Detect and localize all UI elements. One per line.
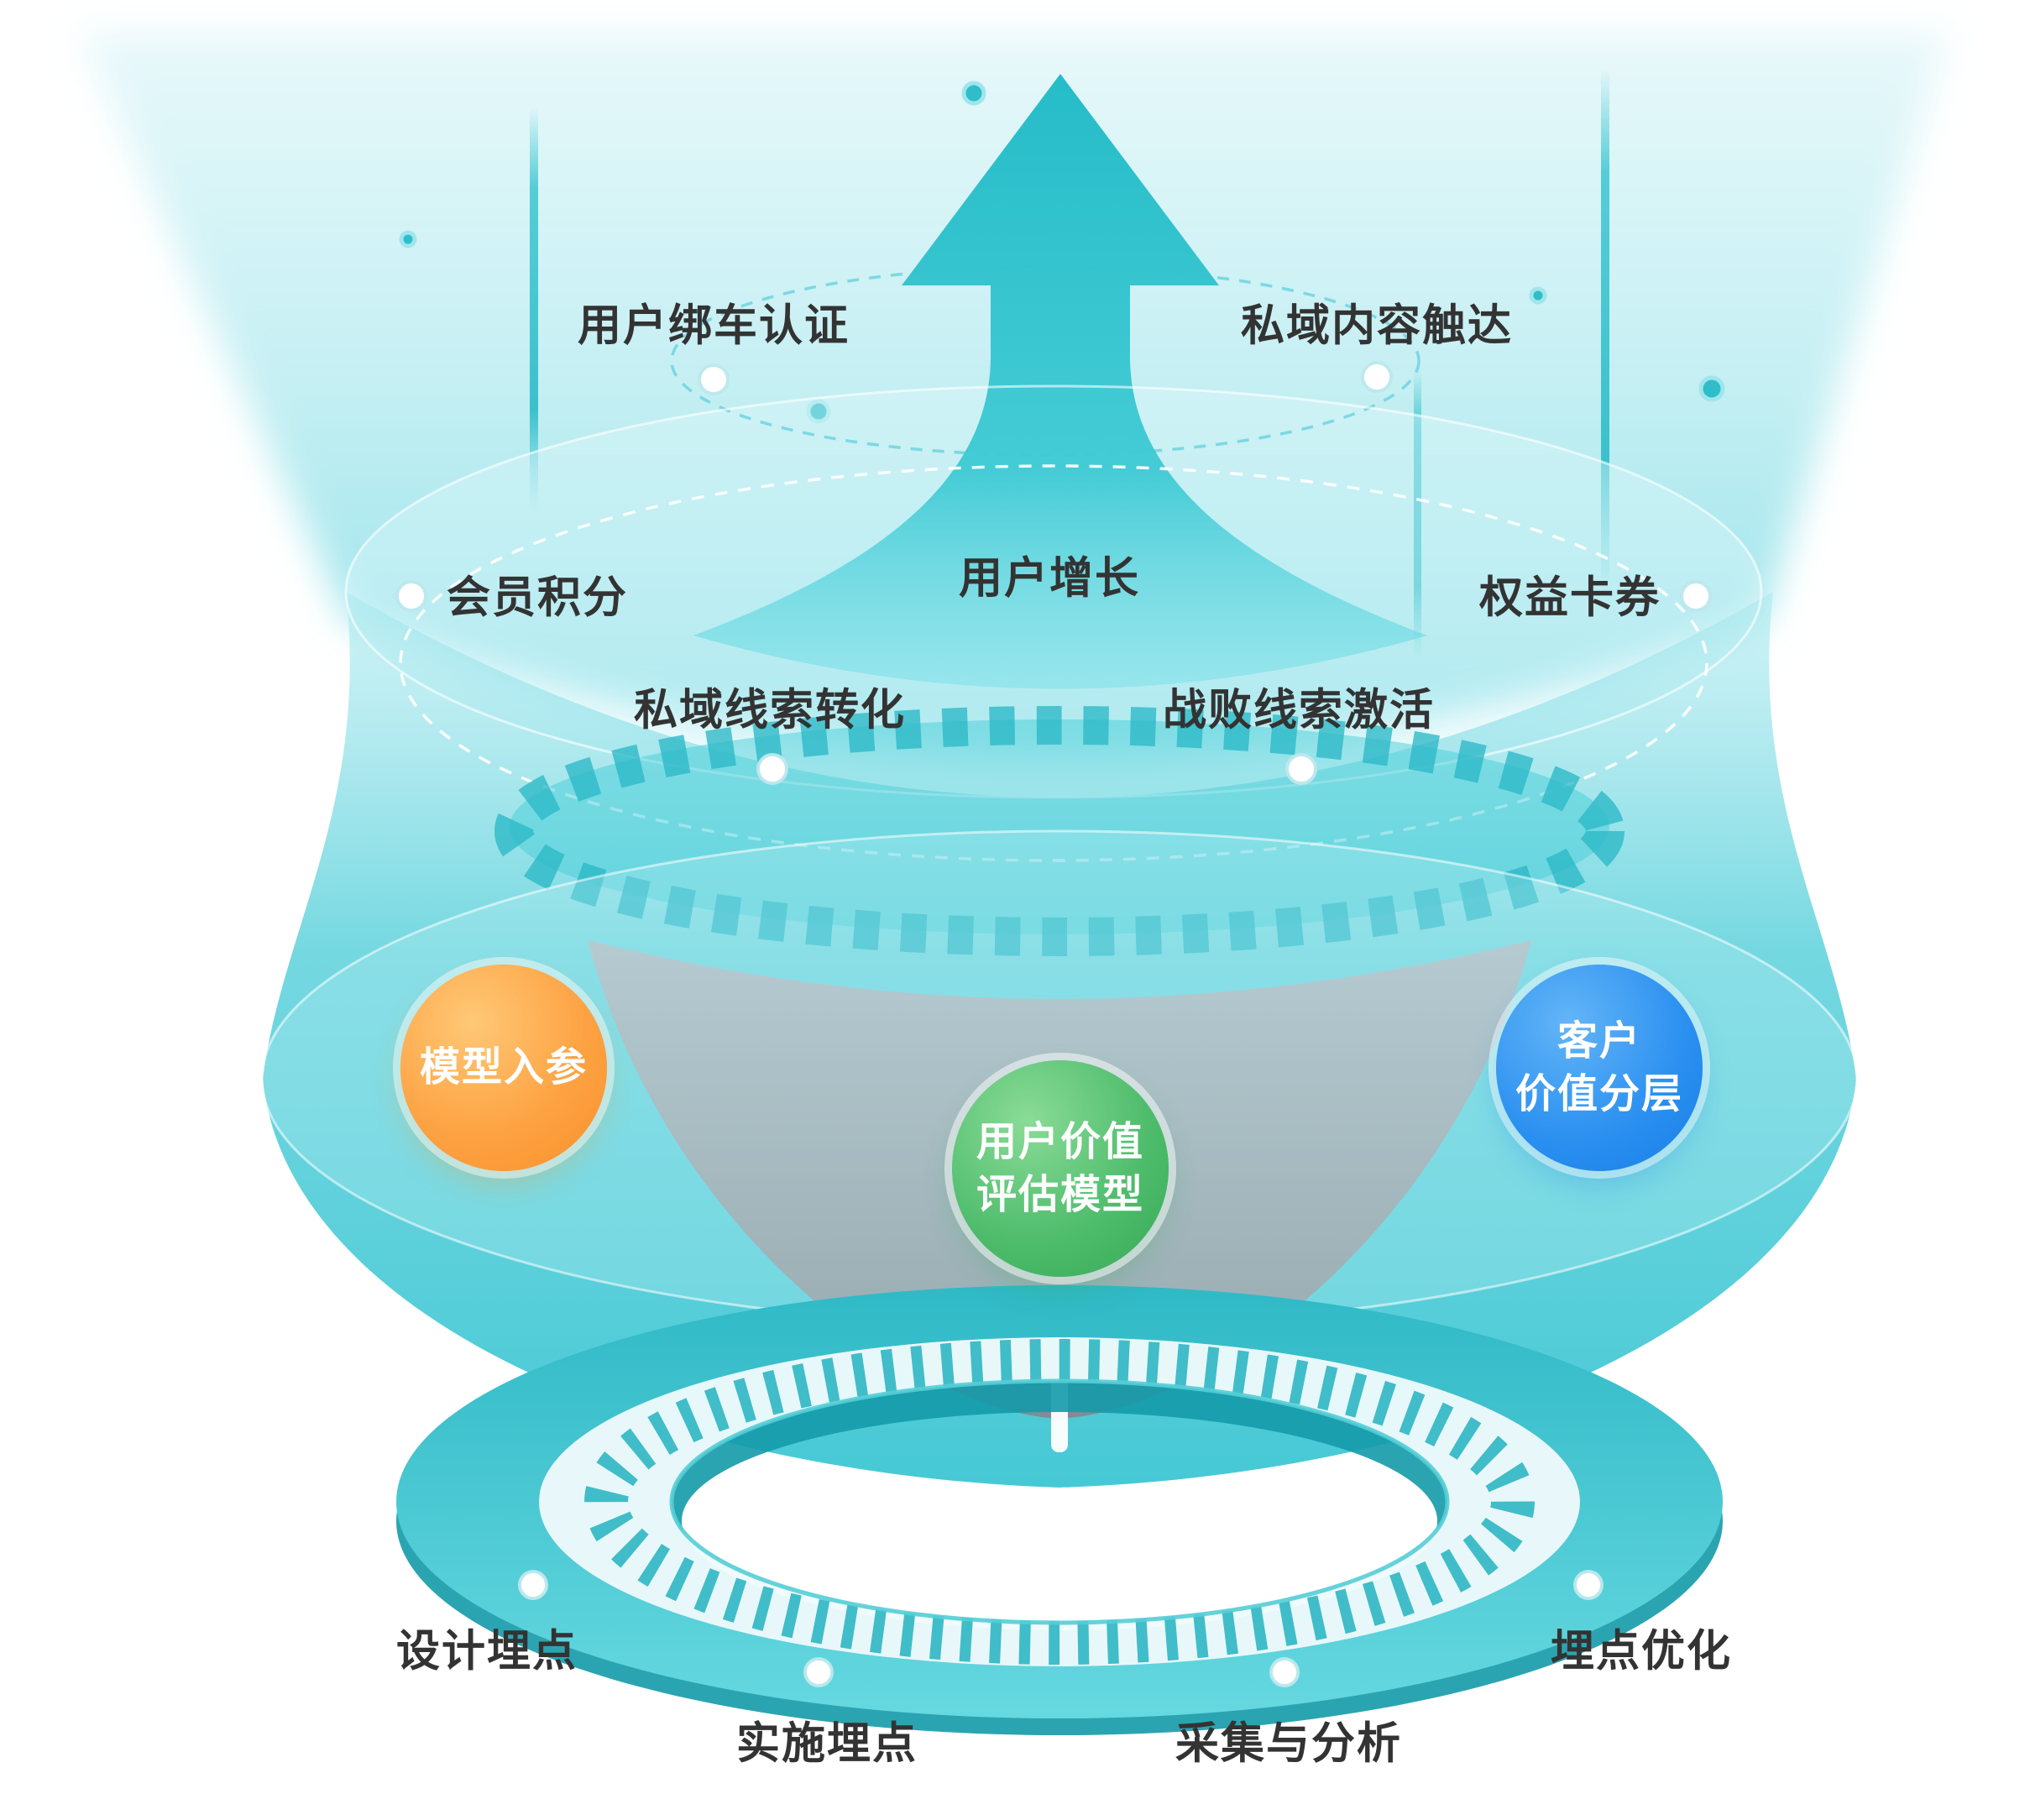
growth-arrow: [693, 74, 1427, 689]
node-value-model-label: 用户价值 评估模型: [976, 1119, 1144, 1217]
label-user-car-auth: 用户绑车认证: [577, 301, 850, 351]
dial-inner-rim: [669, 1378, 1450, 1625]
label-collect-analyze: 采集与分析: [1175, 1719, 1403, 1769]
marker-tracking-optimize: [1573, 1570, 1604, 1600]
label-private-content-reach: 私域内容触达: [1240, 301, 1514, 351]
label-tracking-optimize: 埋点优化: [1550, 1627, 1733, 1676]
label-implement-tracking: 实施埋点: [735, 1719, 918, 1769]
node-value-model: 用户价值 评估模型: [952, 1060, 1169, 1277]
marker-implement-tracking: [803, 1657, 834, 1687]
marker-benefit-coupons: [1680, 580, 1712, 612]
node-model-input: 模型入参: [400, 965, 607, 1171]
decor-dots: [399, 81, 1725, 424]
label-markers: [395, 361, 1712, 1687]
marker-design-tracking: [518, 1570, 548, 1600]
marker-private-content-reach: [1361, 361, 1393, 393]
throat-tick-ring: [494, 706, 1625, 956]
node-customer-tiering-label: 客户 价值分层: [1515, 1018, 1683, 1117]
node-customer-tiering: 客户 价值分层: [1496, 965, 1703, 1171]
label-user-growth: 用户增长: [958, 554, 1141, 604]
marker-member-points: [395, 580, 427, 612]
marker-lost-lead-activate: [1285, 753, 1317, 785]
base-dial-ring: [396, 1285, 1723, 1735]
marker-collect-analyze: [1269, 1657, 1300, 1687]
node-model-input-label: 模型入参: [419, 1045, 588, 1090]
label-design-tracking: 设计埋点: [395, 1627, 578, 1676]
marker-user-car-auth: [698, 363, 730, 395]
marker-private-lead-convert: [756, 753, 788, 785]
label-lost-lead-activate: 战败线索激活: [1162, 686, 1436, 735]
label-member-points: 会员积分: [446, 573, 629, 623]
dial-ticks: [584, 1339, 1535, 1665]
label-benefit-coupons: 权益卡券: [1478, 573, 1661, 623]
label-private-lead-convert: 私域线索转化: [633, 686, 907, 735]
